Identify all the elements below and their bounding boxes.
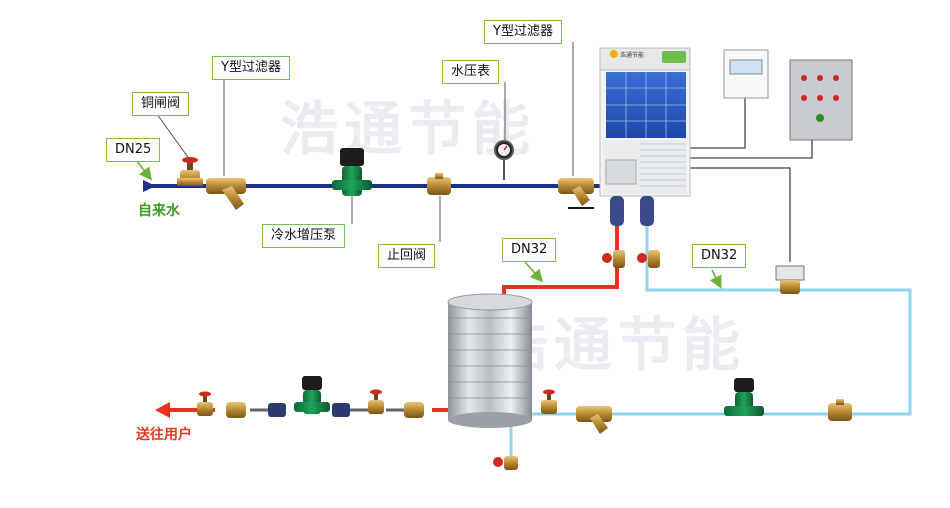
pump-inlet-gate-valve[interactable] bbox=[368, 389, 384, 415]
check-valve-top[interactable] bbox=[427, 173, 451, 195]
return-inlet-gate-valve[interactable] bbox=[637, 250, 660, 268]
hot-outlet-gate-valve[interactable] bbox=[602, 250, 625, 268]
tank-drain-valve[interactable] bbox=[493, 456, 518, 470]
tank-outlet-check-valve[interactable] bbox=[404, 402, 424, 418]
copper-gate-valve[interactable] bbox=[177, 157, 203, 186]
y-filter-left[interactable] bbox=[206, 178, 246, 210]
hot-water-pump-union-left bbox=[268, 403, 350, 417]
label-leader-lines bbox=[153, 42, 574, 242]
label-arrows bbox=[135, 159, 722, 289]
heat-pump-unit[interactable] bbox=[599, 47, 691, 197]
pressure-gauge[interactable] bbox=[494, 140, 514, 180]
tap-water-label: 自来水 bbox=[138, 203, 180, 219]
user-supply-gate-valve[interactable] bbox=[197, 391, 213, 417]
thermostat-controller[interactable] bbox=[723, 49, 769, 99]
control-wiring bbox=[688, 98, 813, 262]
label-cold-water-booster-pump: 冷水增压泵 bbox=[262, 224, 346, 248]
return-gate-valve[interactable] bbox=[541, 389, 557, 415]
unit-outlet-pipes bbox=[610, 196, 654, 226]
label-y-filter-top: Y型过滤器 bbox=[484, 20, 562, 44]
label-dn32-right: DN32 bbox=[692, 244, 747, 268]
label-dn25: DN25 bbox=[106, 138, 161, 162]
heat-pump-badge: 浩通节能 bbox=[620, 52, 645, 59]
user-supply-check-valve[interactable] bbox=[226, 402, 246, 418]
return-line-electric-valve[interactable] bbox=[775, 265, 805, 294]
to-user-label: 送往用户 bbox=[136, 427, 192, 443]
return-check-valve[interactable] bbox=[828, 399, 852, 421]
circulation-pump[interactable] bbox=[724, 378, 764, 416]
label-pressure-gauge: 水压表 bbox=[442, 60, 500, 84]
cold-water-booster-pump[interactable] bbox=[332, 148, 372, 196]
hot-water-tank[interactable] bbox=[447, 293, 533, 428]
y-filter-top[interactable] bbox=[558, 178, 594, 209]
label-check-valve: 止回阀 bbox=[378, 244, 436, 268]
control-cabinet[interactable] bbox=[789, 59, 853, 141]
label-y-filter-left: Y型过滤器 bbox=[212, 56, 290, 80]
watermark-top: 浩通节能 bbox=[280, 95, 537, 163]
label-dn32-left: DN32 bbox=[502, 238, 557, 262]
label-copper-gate-valve: 铜闸阀 bbox=[132, 92, 190, 116]
return-y-filter[interactable] bbox=[576, 406, 612, 434]
to-user-arrow-icon bbox=[155, 402, 170, 418]
hot-water-supply-pump[interactable] bbox=[294, 376, 330, 414]
